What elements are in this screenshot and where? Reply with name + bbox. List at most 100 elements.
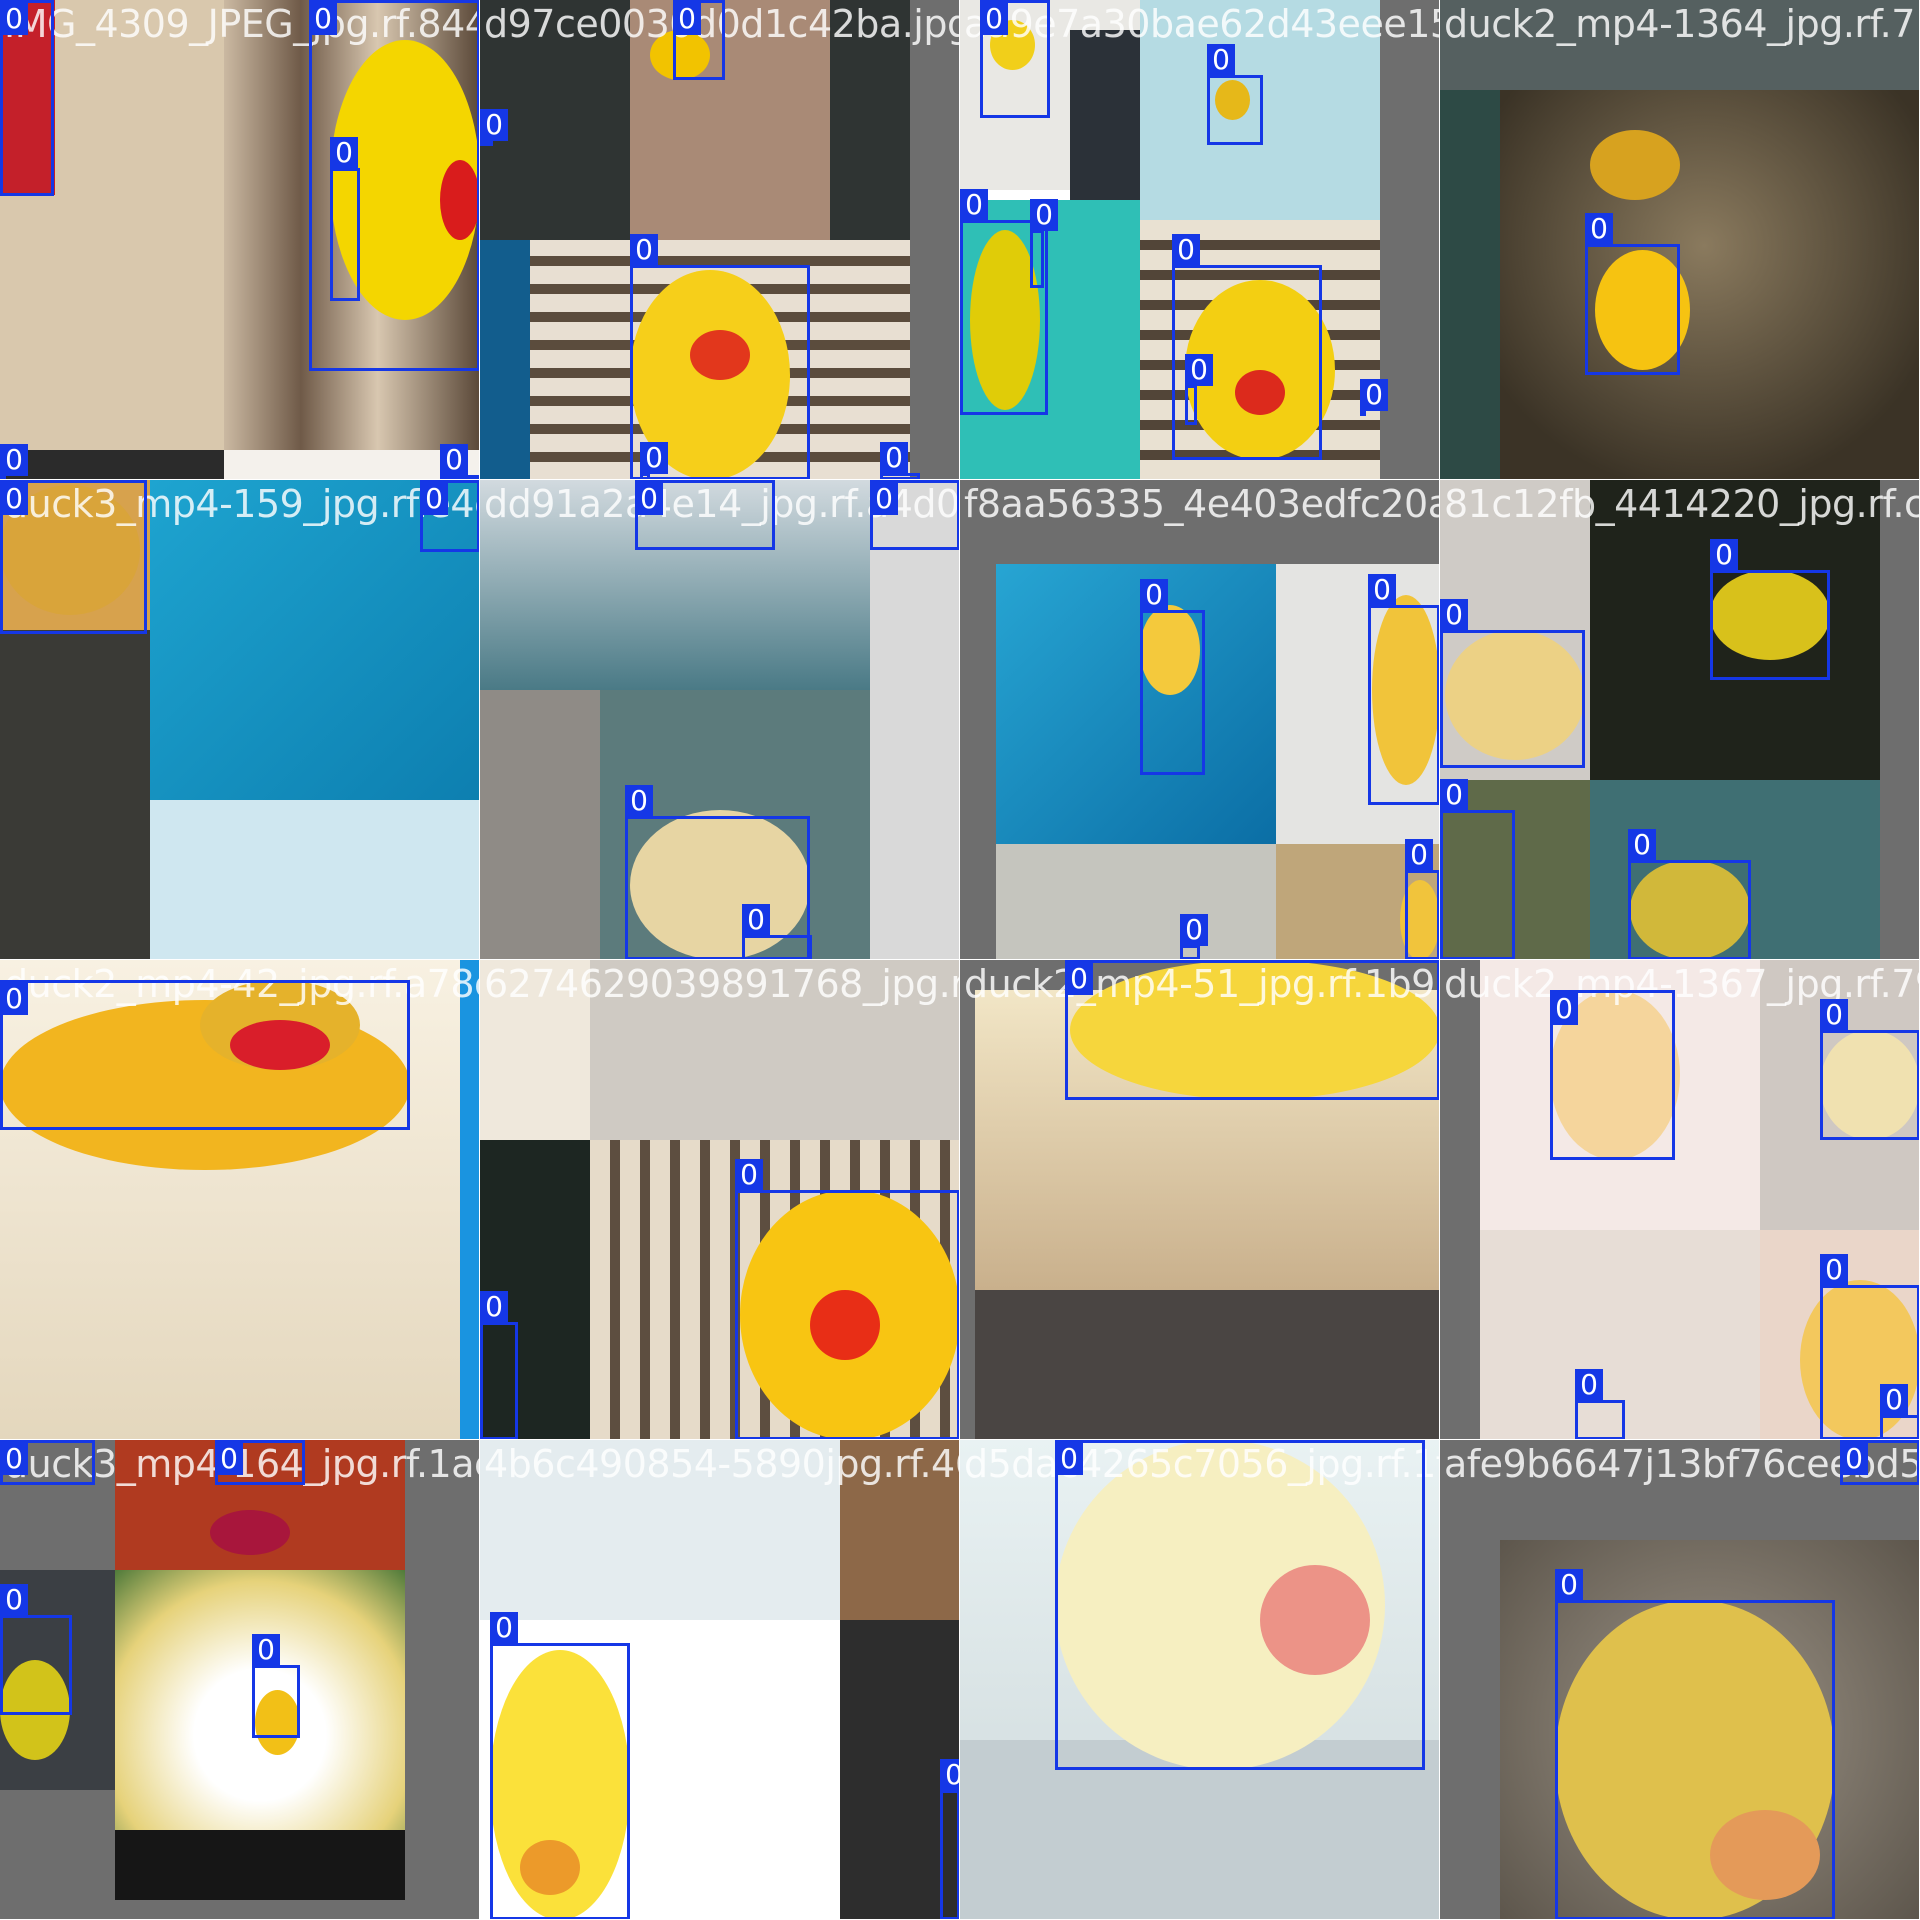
detection-box: 0 — [1055, 1440, 1425, 1770]
class-label: 0 — [0, 1443, 28, 1475]
duck-shape — [255, 1690, 300, 1755]
image-patch — [840, 1620, 959, 1919]
image-patch — [115, 1830, 405, 1900]
detection-box: 0 — [630, 234, 810, 479]
duck-shape — [690, 330, 750, 380]
detection-box: 0 — [1360, 379, 1388, 416]
duck-shape — [1445, 630, 1585, 760]
image-patch — [1880, 480, 1919, 959]
image-patch — [870, 480, 959, 959]
class-label: 0 — [635, 483, 663, 515]
detection-box: 0 — [625, 785, 810, 959]
image-patch — [996, 564, 1276, 844]
image-patch — [1070, 30, 1140, 200]
image-patch — [224, 450, 479, 479]
class-label: 0 — [1820, 1254, 1848, 1286]
image-patch — [480, 1440, 840, 1620]
duck-shape — [1260, 1565, 1370, 1675]
duck-shape — [1595, 250, 1690, 370]
class-label: 0 — [1710, 539, 1738, 571]
class-label: 0 — [673, 3, 701, 35]
duck-shape — [810, 1290, 880, 1360]
detection-box: 0 — [1585, 213, 1680, 375]
detection-box: 0 — [309, 0, 479, 371]
detection-box: 0 — [0, 0, 54, 196]
detection-box: 0 — [635, 480, 775, 550]
class-label: 0 — [0, 3, 28, 35]
mosaic-tile: f8aa56335_4e403edfc20a76b0000 — [960, 480, 1440, 960]
detection-box: 0 — [420, 480, 479, 552]
class-label: 0 — [1140, 579, 1168, 611]
detection-box: 0 — [215, 1440, 305, 1485]
mosaic-tile: 81c12fb_4414220_jpg.rf.c9de0000 — [1440, 480, 1920, 960]
detection-box: 0 — [1140, 579, 1205, 775]
class-label: 0 — [1207, 44, 1235, 76]
duck-shape — [1372, 595, 1439, 785]
detection-box: 0 — [1820, 1254, 1919, 1439]
duck-shape — [1710, 570, 1830, 660]
detection-box: 0 — [980, 0, 1050, 118]
duck-shape — [1820, 1030, 1919, 1140]
class-label: 0 — [440, 444, 468, 476]
duck-shape — [1070, 960, 1439, 1100]
detection-box: 0 — [1185, 354, 1213, 425]
detection-box: 0 — [0, 1584, 72, 1715]
class-label: 0 — [215, 1443, 243, 1475]
class-label: 0 — [980, 3, 1008, 35]
class-label: 0 — [625, 785, 653, 817]
detection-box: 0 — [1440, 599, 1585, 768]
duck-shape — [1630, 860, 1750, 959]
image-patch — [590, 960, 959, 1140]
image-patch — [1440, 90, 1500, 479]
class-label: 0 — [1368, 574, 1396, 606]
class-label: 0 — [1880, 1384, 1908, 1416]
image-patch — [480, 240, 530, 479]
detection-box: 0 — [0, 480, 147, 634]
class-label: 0 — [1555, 1569, 1583, 1601]
detection-box: 0 — [330, 137, 360, 301]
duck-shape — [1235, 370, 1285, 415]
class-label: 0 — [420, 483, 448, 515]
class-label: 0 — [1440, 779, 1468, 811]
mosaic-tile: d97ce0030d0d1c42ba.jpg.rf.340800000 — [480, 0, 960, 480]
detection-box: 0 — [1840, 1440, 1919, 1485]
class-label: 0 — [1820, 999, 1848, 1031]
duck-shape — [970, 230, 1040, 410]
duck-shape — [650, 30, 710, 80]
class-label: 0 — [1180, 914, 1208, 946]
detection-box: 0 — [252, 1634, 300, 1738]
detection-box: 0 — [1368, 574, 1439, 805]
detection-box: 0 — [1207, 44, 1263, 145]
detection-box: 0 — [0, 1440, 95, 1485]
detection-box: 0 — [742, 904, 812, 959]
class-label: 0 — [1405, 839, 1433, 871]
detection-box: 0 — [1880, 1384, 1919, 1439]
class-label: 0 — [640, 442, 668, 474]
image-patch — [480, 960, 590, 1140]
image-patch — [480, 480, 870, 690]
detection-box: 0 — [960, 189, 1048, 415]
class-label: 0 — [1628, 829, 1656, 861]
detection-box: 0 — [1710, 539, 1830, 680]
detection-box: 0 — [1030, 199, 1058, 288]
image-patch — [480, 690, 600, 959]
detection-box: 0 — [490, 1612, 630, 1919]
detection-box: 0 — [1575, 1369, 1625, 1439]
detection-box: 0 — [1550, 990, 1675, 1160]
class-label: 0 — [480, 1291, 508, 1323]
class-label: 0 — [1575, 1369, 1603, 1401]
duck-shape — [1590, 130, 1680, 200]
class-label: 0 — [1065, 963, 1093, 995]
detection-box: 0 — [880, 442, 920, 479]
image-patch — [1440, 0, 1919, 90]
class-label: 0 — [0, 444, 28, 476]
detection-box: 0 — [673, 0, 725, 80]
detection-box: 0 — [1555, 1569, 1835, 1919]
class-label: 0 — [880, 442, 908, 474]
mosaic-tile: 4b6c490854-5890jpg.rf.46b6400 — [480, 1440, 960, 1920]
class-label: 0 — [960, 189, 988, 221]
